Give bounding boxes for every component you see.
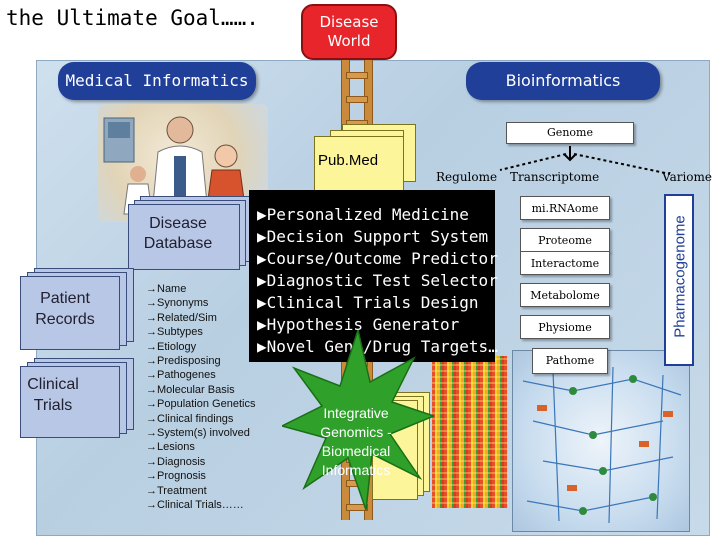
clinical-trials-stack: Clinical Trials	[20, 358, 140, 440]
variome-label: Variome	[662, 170, 712, 184]
integrative-genomics-label: Integrative Genomics - Biomedical Inform…	[320, 405, 392, 478]
goal-bullet: ▶Novel Gene/Drug Targets…	[257, 337, 498, 356]
disease-attribute-item: →Predisposing	[146, 355, 221, 368]
goal-bullet: ▶Course/Outcome Predictor	[257, 249, 498, 268]
genome-box: Genome	[506, 122, 634, 144]
disease-database-stack: Disease Database	[128, 196, 256, 272]
disease-attribute-item: →System(s) involved	[146, 427, 250, 440]
page-title: the Ultimate Goal…….	[6, 6, 259, 30]
pathway-map-image	[512, 350, 690, 532]
disease-attribute-item: →Name	[146, 283, 187, 295]
disease-database-label: Disease Database	[143, 215, 213, 252]
heatmap-overlay	[432, 356, 508, 508]
mirnaome-box: mi.RNAome	[520, 196, 610, 220]
expression-heatmap-image	[432, 356, 508, 508]
disease-attribute-item: →Molecular Basis	[146, 383, 235, 396]
proteome-box: Proteome	[520, 228, 610, 252]
ladder-rung	[346, 96, 368, 103]
medical-informatics-pill: Medical Informatics	[58, 62, 256, 100]
goal-bullet: ▶Clinical Trials Design	[257, 293, 479, 312]
goal-bullet: ▶Diagnostic Test Selector	[257, 271, 498, 290]
transcriptome-label: Transcriptome	[510, 170, 600, 184]
disease-world-box: Disease World	[301, 4, 397, 60]
pubmed-label: Pub.Med	[318, 152, 379, 169]
physiome-box: Physiome	[520, 315, 610, 339]
pathome-box: Pathome	[532, 348, 608, 374]
stack-card	[128, 204, 240, 270]
goals-box: ▶Personalized Medicine ▶Decision Support …	[249, 190, 498, 362]
disease-attribute-item: →Synonyms	[146, 297, 209, 310]
patient-records-label: Patient Records	[35, 290, 95, 328]
disease-attribute-item: →Prognosis	[146, 470, 206, 483]
pharmacogenome-bar: Pharmacogenome	[664, 194, 694, 366]
ladder-rung	[346, 504, 368, 511]
pubmed-stack	[302, 124, 422, 194]
patient-records-stack: Patient Records	[20, 268, 140, 352]
ladder-rung	[346, 72, 368, 79]
regulome-label: Regulome	[436, 170, 498, 184]
disease-attribute-item: →Related/Sim	[146, 311, 217, 324]
pharmacogenome-label: Pharmacogenome	[671, 215, 689, 338]
stack-card	[20, 276, 120, 350]
goal-bullet: ▶Personalized Medicine	[257, 205, 469, 224]
goal-bullet: ▶Decision Support System	[257, 227, 489, 246]
stack-card	[314, 136, 404, 192]
metabolome-box: Metabolome	[520, 283, 610, 307]
disease-attribute-item: →Population Genetics	[146, 398, 256, 411]
bioinformatics-pill: Bioinformatics	[466, 62, 660, 100]
disease-attribute-item: →Clinical Trials……	[146, 499, 244, 512]
disease-attribute-item: →Pathogenes	[146, 369, 216, 382]
disease-attribute-item: →Diagnosis	[146, 455, 206, 468]
interactome-box: Interactome	[520, 251, 610, 275]
goal-bullet: ▶Hypothesis Generator	[257, 315, 460, 334]
disease-attribute-item: →Etiology	[146, 340, 197, 353]
genome-connector-arrows	[499, 146, 671, 175]
clinical-trials-label: Clinical Trials	[27, 376, 79, 414]
disease-attribute-item: →Subtypes	[146, 326, 203, 339]
disease-attribute-list: →Name →Synonyms→Related/Sim →Subtypes→Etio…	[146, 282, 255, 513]
disease-attribute-item: →Lesions	[146, 441, 195, 454]
integrative-burst-shape	[282, 330, 434, 510]
disease-attribute-item: →Clinical findings	[146, 412, 234, 425]
stack-card	[20, 366, 120, 438]
disease-attribute-item: →Treatment	[146, 484, 207, 497]
